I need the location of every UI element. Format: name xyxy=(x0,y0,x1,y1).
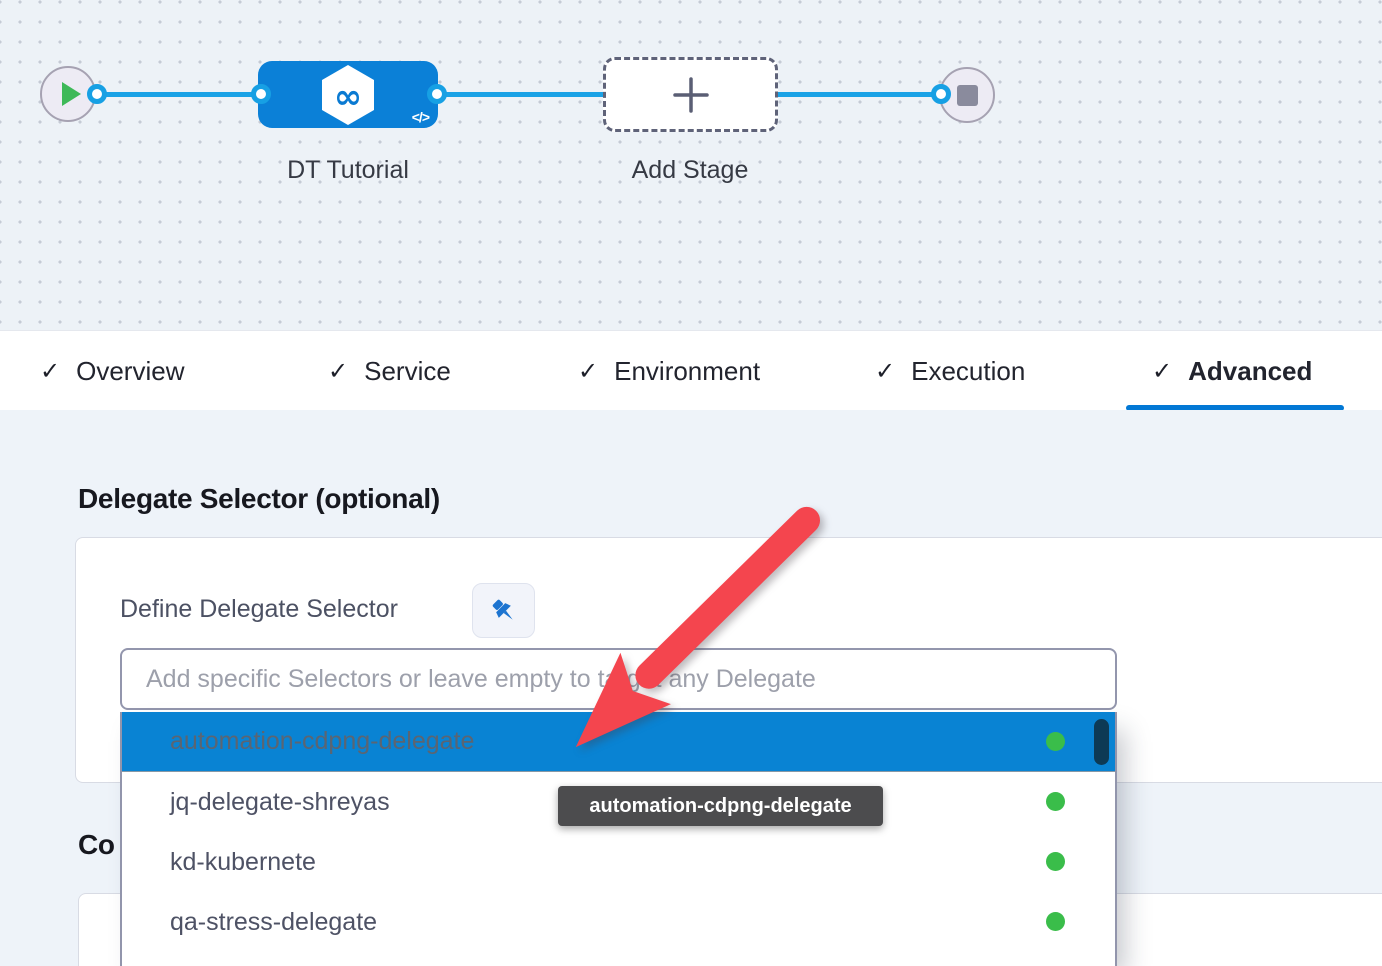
dropdown-option-label: qa-stress-delegate xyxy=(170,907,378,936)
code-icon: </> xyxy=(411,109,430,125)
tab-label: Overview xyxy=(76,355,185,386)
pin-button[interactable] xyxy=(472,583,535,638)
connector-edge xyxy=(97,92,261,97)
delegate-selector-heading: Delegate Selector (optional) xyxy=(78,483,440,514)
tab-execution[interactable]: ✓ Execution xyxy=(875,331,1025,411)
check-icon: ✓ xyxy=(1152,357,1173,385)
define-delegate-selector-label: Define Delegate Selector xyxy=(120,595,398,623)
delegate-dropdown: automation-cdpng-delegate jq-delegate-sh… xyxy=(120,712,1117,966)
pin-icon xyxy=(492,599,513,620)
tab-advanced[interactable]: ✓ Advanced xyxy=(1125,331,1345,411)
play-icon xyxy=(61,82,81,106)
connector-edge xyxy=(438,92,604,97)
status-dot-icon xyxy=(1046,912,1065,931)
tab-service[interactable]: ✓ Service xyxy=(328,331,451,411)
status-dot-icon xyxy=(1046,792,1065,811)
tab-label: Environment xyxy=(614,355,761,386)
node-port[interactable] xyxy=(931,84,951,104)
harness-logo-hexagon-icon: ∞ xyxy=(322,64,374,125)
dropdown-option-jq-delegate-shreyas[interactable]: jq-delegate-shreyas xyxy=(122,772,1115,832)
add-stage-node[interactable] xyxy=(603,57,778,132)
dropdown-option-label: jq-delegate-shreyas xyxy=(170,787,390,816)
pipeline-start-node[interactable] xyxy=(40,66,96,122)
plus-icon xyxy=(672,76,709,113)
pipeline-end-node[interactable] xyxy=(939,67,995,123)
stop-icon xyxy=(956,84,978,106)
delegate-tooltip: automation-cdpng-delegate xyxy=(558,786,883,826)
dropdown-option-kd-kubernete[interactable]: kd-kubernete xyxy=(122,832,1115,892)
tab-environment[interactable]: ✓ Environment xyxy=(578,331,760,411)
stage-tab-bar: ✓ Overview ✓ Service ✓ Environment ✓ Exe… xyxy=(0,330,1382,411)
delegate-selector-input[interactable] xyxy=(120,648,1117,710)
tab-label: Advanced xyxy=(1188,355,1313,386)
dropdown-option-label: kd-kubernete xyxy=(170,847,316,876)
node-port[interactable] xyxy=(427,84,447,104)
check-icon: ✓ xyxy=(40,357,61,385)
next-section-heading: Co xyxy=(78,829,115,860)
status-dot-icon xyxy=(1046,852,1065,871)
svg-text:∞: ∞ xyxy=(334,77,362,117)
tab-overview[interactable]: ✓ Overview xyxy=(40,331,184,411)
check-icon: ✓ xyxy=(875,357,896,385)
dropdown-option-qa-stress-delegate[interactable]: qa-stress-delegate xyxy=(122,892,1115,952)
add-stage-label: Add Stage xyxy=(631,156,749,184)
dropdown-option-label: automation-cdpng-delegate xyxy=(170,727,475,755)
tab-label: Service xyxy=(364,355,451,386)
dropdown-option-automation-cdpng-delegate[interactable]: automation-cdpng-delegate xyxy=(122,712,1115,772)
stage-node-dt-tutorial[interactable]: ∞ </> xyxy=(258,61,438,128)
node-port[interactable] xyxy=(251,84,271,104)
check-icon: ✓ xyxy=(328,357,349,385)
node-port[interactable] xyxy=(87,84,107,104)
connector-edge xyxy=(777,92,941,97)
dropdown-scrollbar-thumb[interactable] xyxy=(1094,719,1109,765)
stage-label: DT Tutorial xyxy=(287,156,409,184)
check-icon: ✓ xyxy=(578,357,599,385)
tab-label: Execution xyxy=(911,355,1026,386)
pipeline-canvas[interactable]: ∞ </> DT Tutorial Add Stage xyxy=(0,0,1382,330)
status-dot-icon xyxy=(1046,731,1065,751)
